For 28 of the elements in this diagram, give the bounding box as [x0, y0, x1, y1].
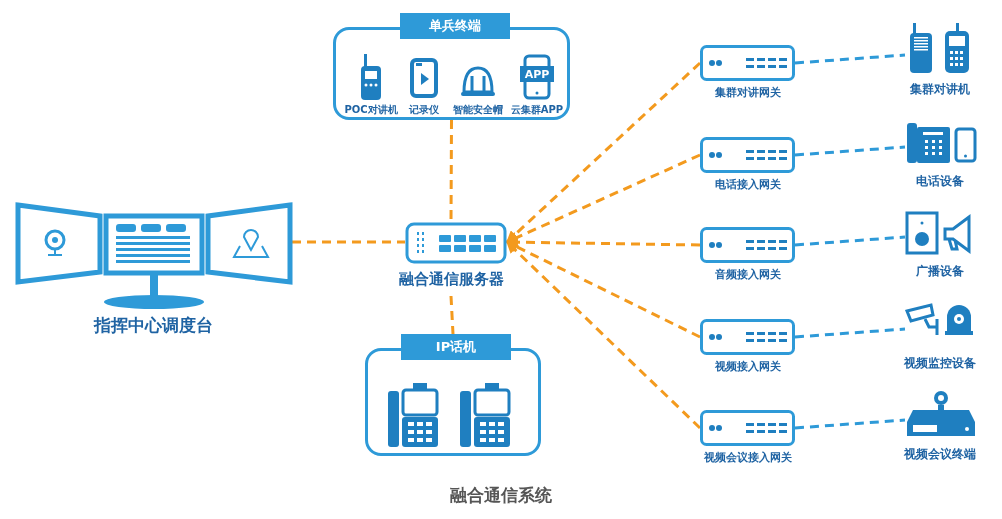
device-label: POC对讲机 — [343, 103, 399, 117]
server-label: 融合通信服务器 — [397, 270, 505, 289]
device-label: 云集群APP — [509, 103, 565, 117]
device-label: 记录仪 — [408, 103, 440, 117]
device-label: 广播设备 — [915, 263, 965, 280]
dashed-connector — [794, 327, 906, 339]
dashed-connector — [794, 145, 906, 157]
dashed-connector — [794, 53, 906, 65]
device-label: 智能安全帽 — [452, 103, 504, 117]
dashed-connector — [292, 240, 405, 244]
gateway-label: 视频会议接入网关 — [702, 450, 793, 465]
gateway-label: 音频接入网关 — [713, 267, 782, 282]
caption: 融合通信系统 — [449, 484, 553, 507]
dashed-connector — [794, 418, 906, 430]
gateway-label: 视频接入网关 — [713, 359, 782, 374]
gateway-label: 电话接入网关 — [713, 177, 782, 192]
dashed-connector — [449, 120, 453, 222]
dashed-connector — [794, 235, 906, 247]
device-label: 视频会议终端 — [903, 446, 977, 463]
device-label: 电话设备 — [915, 173, 965, 190]
app-icon-text: APP — [523, 67, 551, 83]
device-label: 视频监控设备 — [903, 355, 977, 372]
group-title: 单兵终端 — [399, 13, 510, 39]
dashed-connector — [449, 295, 455, 335]
group-title: IP话机 — [401, 334, 511, 360]
console-label: 指挥中心调度台 — [92, 314, 214, 337]
gateway-label: 集群对讲网关 — [713, 85, 782, 100]
device-label: 集群对讲机 — [909, 81, 971, 98]
